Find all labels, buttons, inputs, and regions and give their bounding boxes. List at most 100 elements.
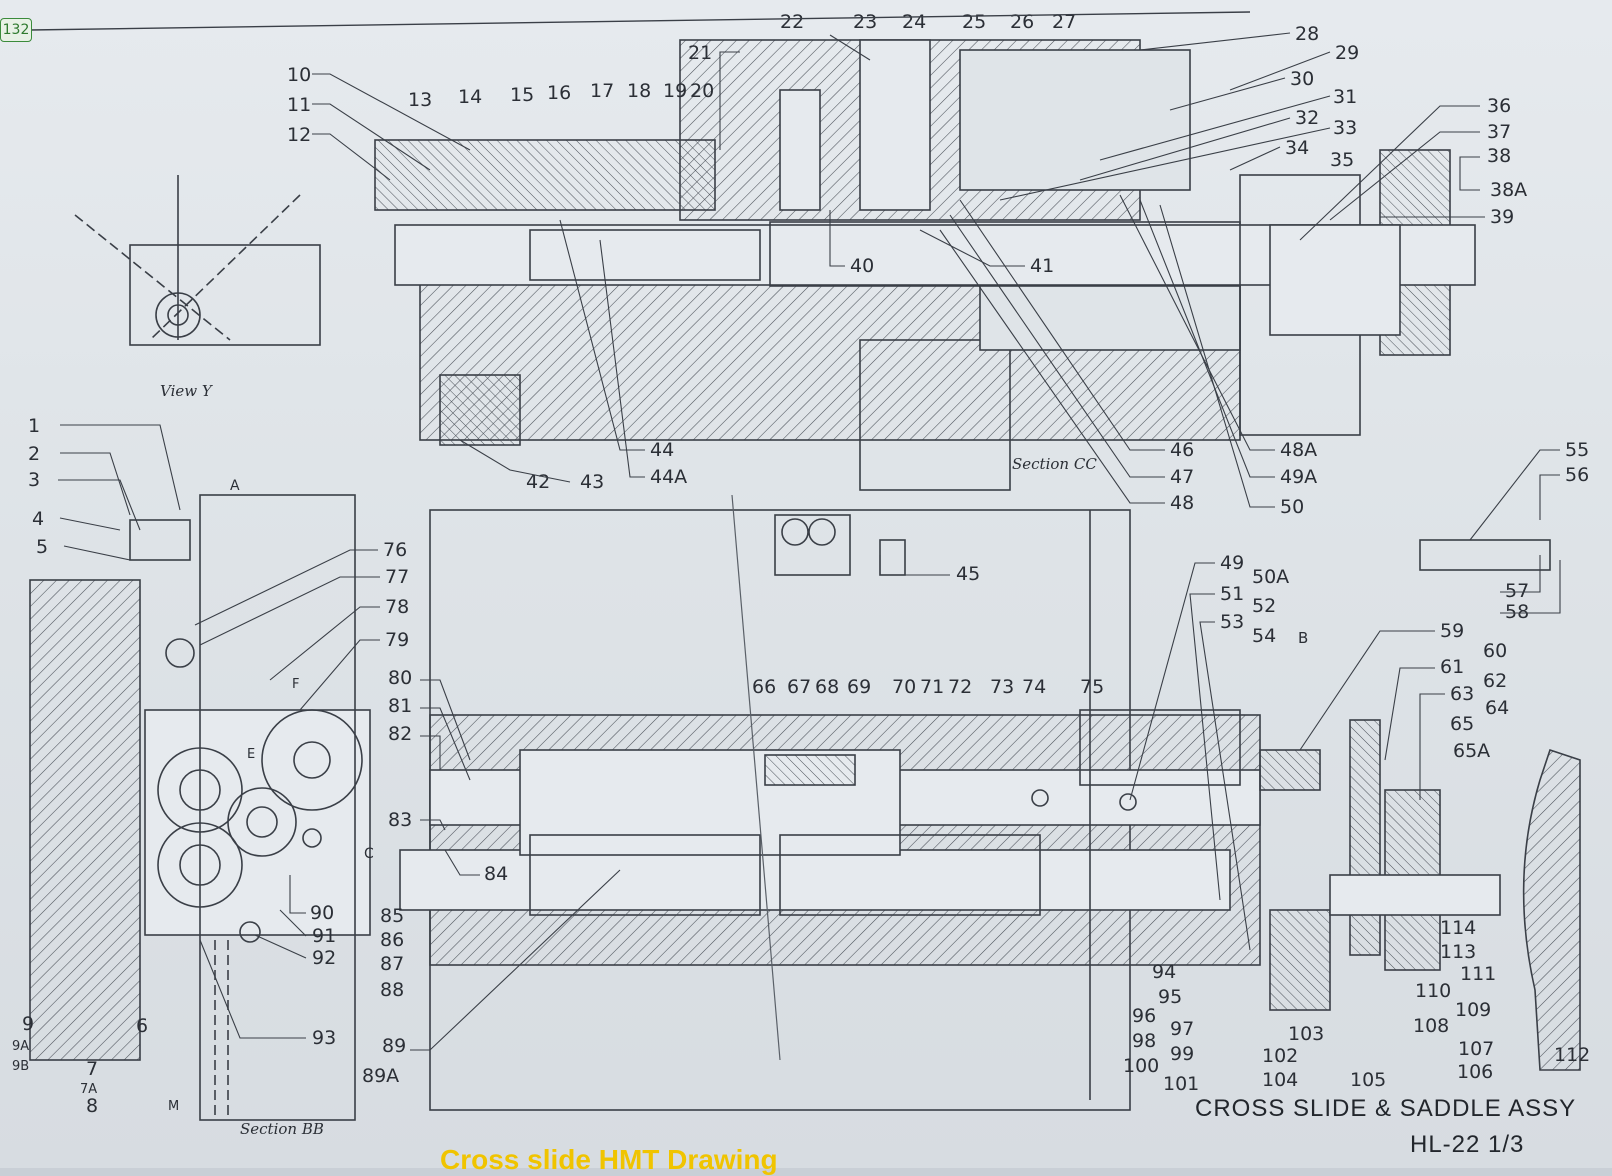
balloon-34: 34 bbox=[1285, 137, 1309, 159]
balloon-80: 80 bbox=[388, 667, 412, 689]
section-arrow-f: F bbox=[292, 677, 299, 692]
balloon-52: 52 bbox=[1252, 595, 1276, 617]
balloon-36: 36 bbox=[1487, 95, 1511, 117]
balloon-46: 46 bbox=[1170, 439, 1194, 461]
balloon-83: 83 bbox=[388, 809, 412, 831]
balloon-81: 81 bbox=[388, 695, 412, 717]
balloon-70: 70 bbox=[892, 676, 916, 698]
balloon-87: 87 bbox=[380, 953, 404, 975]
balloon-64: 64 bbox=[1485, 697, 1509, 719]
balloon-57: 57 bbox=[1505, 580, 1529, 602]
balloon-15: 15 bbox=[510, 84, 534, 106]
section-arrow-b: B bbox=[1298, 629, 1308, 647]
balloon-38: 38 bbox=[1487, 145, 1511, 167]
balloon-35: 35 bbox=[1330, 149, 1354, 171]
balloon-90: 90 bbox=[310, 902, 334, 924]
balloon-19: 19 bbox=[663, 80, 687, 102]
view-y-label: View Y bbox=[160, 382, 214, 400]
image-caption: Cross slide HMT Drawing bbox=[440, 1144, 778, 1175]
balloon-111: 111 bbox=[1460, 963, 1496, 985]
balloon-49: 49 bbox=[1220, 552, 1244, 574]
balloon-9: 9 bbox=[22, 1013, 34, 1035]
balloon-27: 27 bbox=[1052, 11, 1076, 33]
balloon-74: 74 bbox=[1022, 676, 1046, 698]
balloon-82: 82 bbox=[388, 723, 412, 745]
balloon-38a: 38A bbox=[1490, 179, 1527, 201]
page-number-badge: 132 bbox=[0, 18, 32, 42]
balloon-113: 113 bbox=[1440, 941, 1476, 963]
balloon-79: 79 bbox=[385, 629, 409, 651]
balloon-22: 22 bbox=[780, 11, 804, 33]
balloon-88: 88 bbox=[380, 979, 404, 1001]
balloon-7a: 7A bbox=[80, 1082, 97, 1097]
balloon-89: 89 bbox=[382, 1035, 406, 1057]
balloon-100: 100 bbox=[1123, 1055, 1159, 1077]
balloon-9b: 9B bbox=[12, 1059, 29, 1074]
balloon-92: 92 bbox=[312, 947, 336, 969]
balloon-67: 67 bbox=[787, 676, 811, 698]
balloon-56: 56 bbox=[1565, 464, 1589, 486]
balloon-60: 60 bbox=[1483, 640, 1507, 662]
section-cc-view bbox=[374, 39, 1476, 491]
balloon-10: 10 bbox=[287, 64, 311, 86]
balloon-58: 58 bbox=[1505, 601, 1529, 623]
balloon-7: 7 bbox=[86, 1058, 98, 1080]
balloon-75: 75 bbox=[1080, 676, 1104, 698]
balloon-16: 16 bbox=[547, 82, 571, 104]
balloon-39: 39 bbox=[1490, 206, 1514, 228]
balloon-51: 51 bbox=[1220, 583, 1244, 605]
balloon-97: 97 bbox=[1170, 1018, 1194, 1040]
balloon-44: 44 bbox=[650, 439, 674, 461]
balloon-89a: 89A bbox=[362, 1065, 399, 1087]
balloon-94: 94 bbox=[1152, 961, 1176, 983]
balloon-33: 33 bbox=[1333, 117, 1357, 139]
balloon-37: 37 bbox=[1487, 121, 1511, 143]
balloon-2: 2 bbox=[28, 443, 40, 465]
balloon-1: 1 bbox=[28, 415, 40, 437]
balloon-13: 13 bbox=[408, 89, 432, 111]
balloon-14: 14 bbox=[458, 86, 482, 108]
balloon-48: 48 bbox=[1170, 492, 1194, 514]
balloon-5: 5 bbox=[36, 536, 48, 558]
callout-labels: 1 2 3 4 5 6 7 7A 8 9 9A 9B 10 11 12 13 1… bbox=[12, 11, 1590, 1117]
balloon-61: 61 bbox=[1440, 656, 1464, 678]
section-arrow-c: C bbox=[364, 846, 374, 862]
section-bb-label: Section BB bbox=[240, 1120, 324, 1138]
balloon-93: 93 bbox=[312, 1027, 336, 1049]
balloon-85: 85 bbox=[380, 905, 404, 927]
balloon-47: 47 bbox=[1170, 466, 1194, 488]
balloon-59: 59 bbox=[1440, 620, 1464, 642]
section-arrow-a: A bbox=[230, 478, 240, 494]
balloon-55: 55 bbox=[1565, 439, 1589, 461]
balloon-8: 8 bbox=[86, 1095, 98, 1117]
balloon-104: 104 bbox=[1262, 1069, 1298, 1091]
section-aa-view bbox=[399, 494, 1581, 1111]
balloon-44a: 44A bbox=[650, 466, 687, 488]
balloon-101: 101 bbox=[1163, 1073, 1199, 1095]
drawing-number: HL-22 1/3 bbox=[1410, 1131, 1524, 1158]
balloon-21: 21 bbox=[688, 42, 712, 64]
balloon-95: 95 bbox=[1158, 986, 1182, 1008]
balloon-84: 84 bbox=[484, 863, 508, 885]
section-cc-label: Section CC bbox=[1012, 455, 1097, 473]
balloon-69: 69 bbox=[847, 676, 871, 698]
balloon-50a: 50A bbox=[1252, 566, 1289, 588]
balloon-77: 77 bbox=[385, 566, 409, 588]
balloon-66: 66 bbox=[752, 676, 776, 698]
balloon-91: 91 bbox=[312, 925, 336, 947]
balloon-50: 50 bbox=[1280, 496, 1304, 518]
balloon-99: 99 bbox=[1170, 1043, 1194, 1065]
balloon-105: 105 bbox=[1350, 1069, 1386, 1091]
balloon-78: 78 bbox=[385, 596, 409, 618]
leader-lines bbox=[58, 32, 1561, 1051]
balloon-65: 65 bbox=[1450, 713, 1474, 735]
balloon-72: 72 bbox=[948, 676, 972, 698]
balloon-73: 73 bbox=[990, 676, 1014, 698]
balloon-112: 112 bbox=[1554, 1044, 1590, 1066]
balloon-110: 110 bbox=[1415, 980, 1451, 1002]
balloon-20: 20 bbox=[690, 80, 714, 102]
balloon-63: 63 bbox=[1450, 683, 1474, 705]
balloon-29: 29 bbox=[1335, 42, 1359, 64]
balloon-31: 31 bbox=[1333, 86, 1357, 108]
balloon-54: 54 bbox=[1252, 625, 1276, 647]
